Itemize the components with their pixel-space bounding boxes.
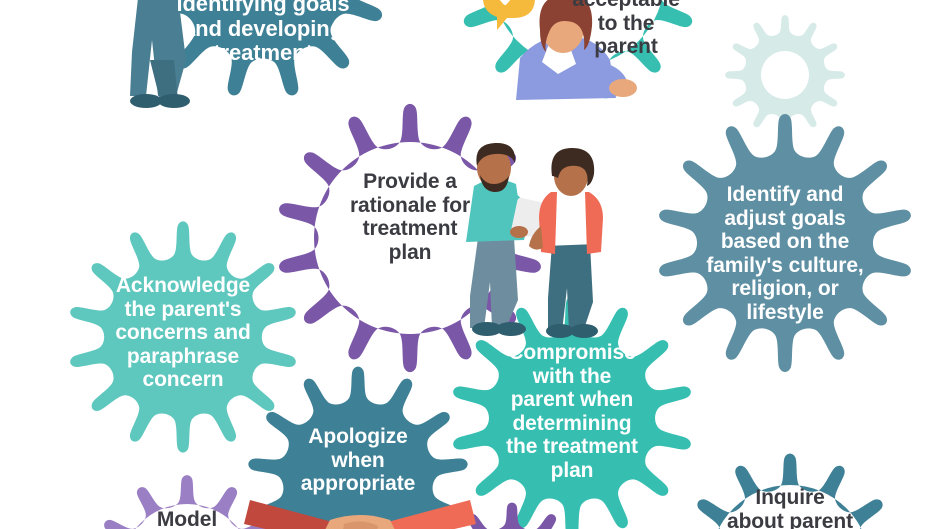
clinician-and-parent-illustration	[466, 142, 603, 338]
gear-inquire-about-parent	[697, 453, 883, 529]
gear-shape	[659, 114, 911, 372]
gear-apologize-when-appropriate	[248, 366, 468, 529]
gear-identifying-goals	[143, 0, 383, 96]
check-speech-bubble-icon	[483, 0, 535, 30]
gear-compromise-with-parent	[453, 296, 691, 529]
gear-model	[104, 475, 270, 529]
seated-parent-illustration	[516, 0, 637, 100]
gear-shape	[104, 475, 270, 529]
gear-shape	[70, 221, 296, 453]
person-legs-illustration	[130, 0, 190, 108]
gear-identify-adjust-goals	[659, 114, 911, 372]
illustration-layer	[130, 0, 637, 529]
handshake-illustration	[244, 500, 476, 529]
gear-partial-gear-bottom-center	[467, 502, 557, 529]
gear-shape	[467, 502, 557, 529]
gear-shape	[725, 15, 845, 135]
gear-decorative-gear-top-right	[725, 15, 845, 135]
gear-shape	[697, 453, 883, 529]
gear-shape	[143, 0, 383, 96]
gear-shape	[453, 296, 691, 529]
gear-shape	[248, 366, 468, 529]
gear-acknowledge-concerns	[70, 221, 296, 453]
